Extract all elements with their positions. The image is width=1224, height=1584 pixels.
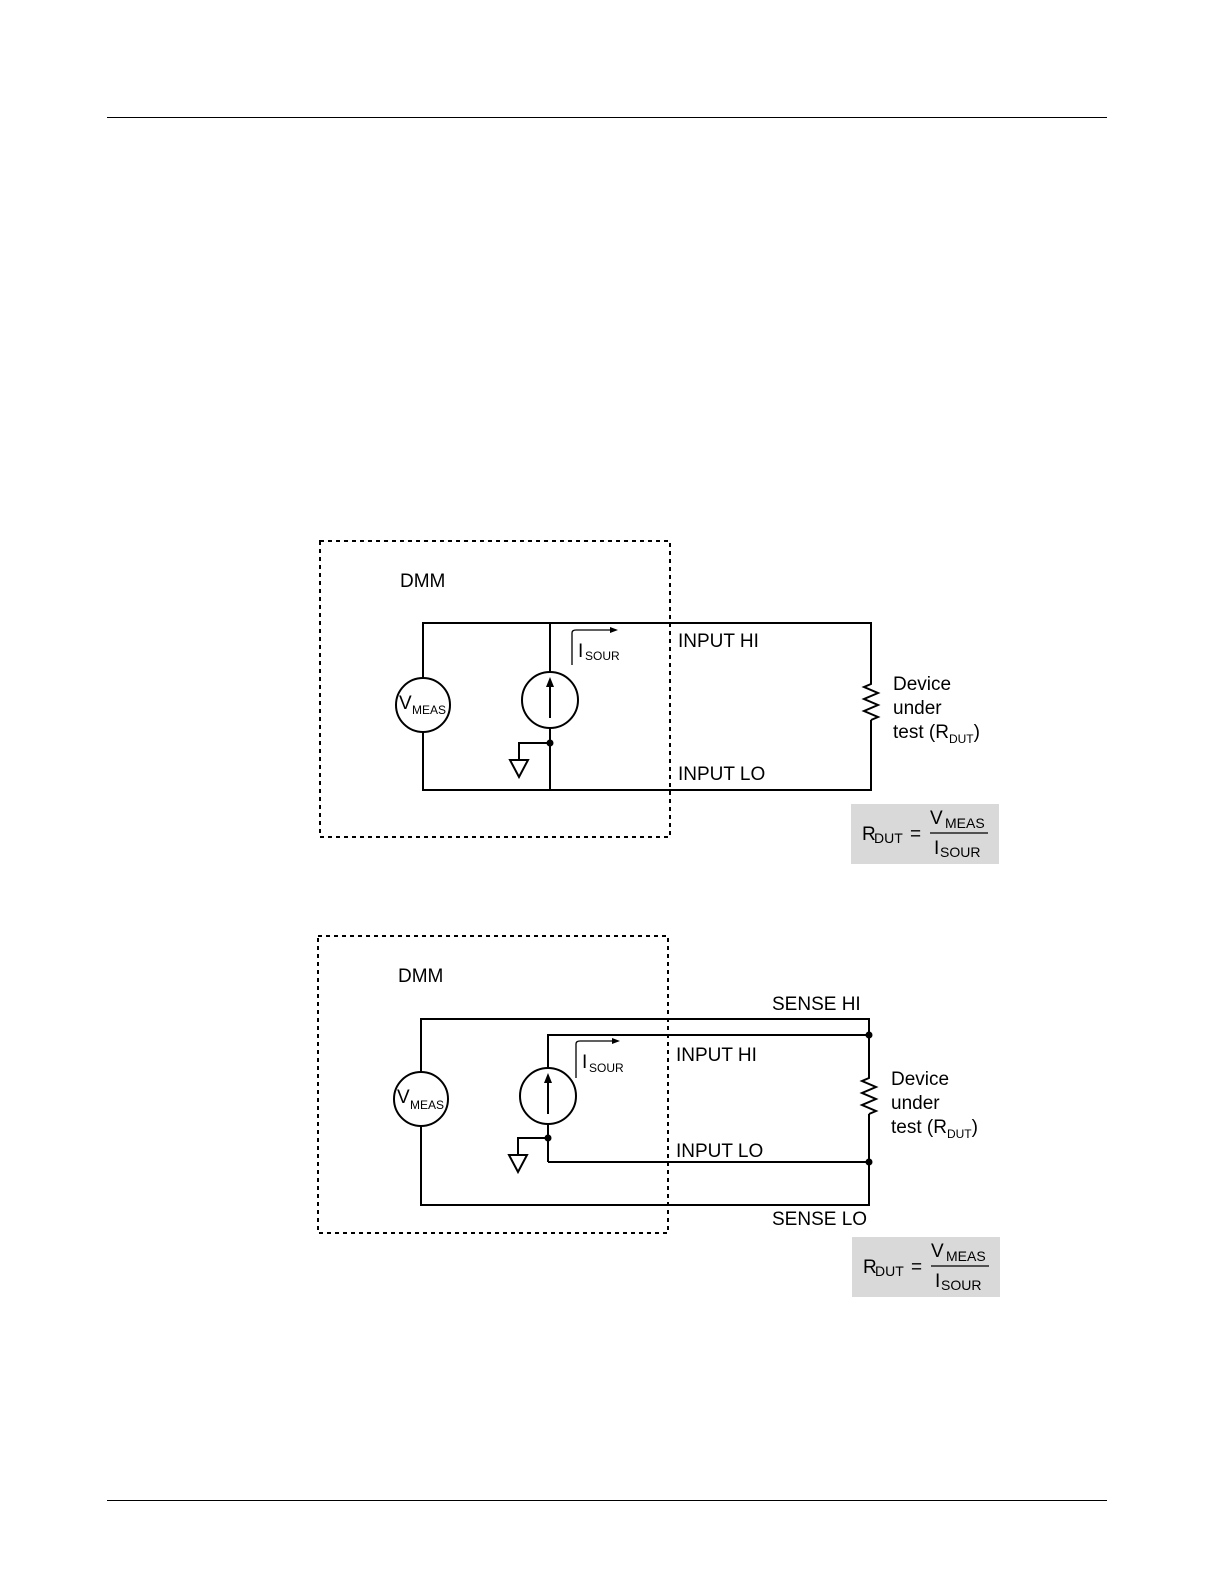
svg-text:DUT: DUT: [875, 1263, 904, 1279]
dmm-boundary: [320, 541, 670, 837]
resistance-formula: R DUT = V MEAS I SOUR: [852, 1237, 1000, 1297]
ground-icon: [509, 1155, 527, 1172]
svg-text:test (RDUT): test (RDUT): [893, 722, 980, 746]
dmm-label: DMM: [400, 571, 445, 592]
current-source: [522, 672, 578, 728]
input-hi-label: INPUT HI: [676, 1045, 757, 1066]
vmeas-main: V: [397, 1087, 410, 1108]
junction-dot: [866, 1032, 873, 1039]
svg-text:I: I: [934, 838, 939, 859]
svg-text:I: I: [935, 1271, 940, 1292]
svg-text:SOUR: SOUR: [941, 1277, 981, 1293]
two-wire-resistance-diagram: DMM V MEAS I SOUR INPUT HI INPUT LO Devi…: [0, 530, 1224, 875]
ground-icon: [510, 760, 528, 777]
input-hi-label: INPUT HI: [678, 631, 759, 652]
svg-text:under: under: [891, 1093, 940, 1114]
svg-text:=: =: [911, 1257, 922, 1278]
isour-main: I: [582, 1052, 587, 1073]
input-lo-label: INPUT LO: [678, 764, 765, 785]
svg-text:SOUR: SOUR: [940, 844, 980, 860]
circuit-wires: [423, 623, 871, 790]
svg-text:test (RDUT): test (RDUT): [891, 1117, 978, 1141]
resistance-formula: R DUT = V MEAS I SOUR: [851, 804, 999, 864]
current-direction-indicator: I SOUR: [572, 627, 620, 665]
input-lo-label: INPUT LO: [676, 1141, 763, 1162]
resistor-icon: [864, 680, 878, 720]
svg-text:Device: Device: [891, 1069, 949, 1090]
svg-text:MEAS: MEAS: [946, 1248, 986, 1264]
vmeas-sub: MEAS: [410, 1098, 444, 1112]
resistor-icon: [862, 1074, 876, 1114]
footer-rule: [107, 1500, 1107, 1501]
current-direction-indicator: I SOUR: [576, 1038, 624, 1078]
isour-sub: SOUR: [585, 649, 620, 663]
sense-hi-label: SENSE HI: [772, 994, 861, 1015]
four-wire-resistance-diagram: DMM V MEAS I SOUR SENSE HI INPUT HI INPU…: [0, 925, 1224, 1305]
dmm-boundary: [318, 936, 668, 1233]
svg-text:V: V: [930, 808, 943, 829]
header-rule: [107, 117, 1107, 118]
junction-dot: [866, 1159, 873, 1166]
vmeas-sub: MEAS: [412, 703, 446, 717]
arrow-right-icon: [610, 627, 618, 633]
svg-text:DUT: DUT: [874, 830, 903, 846]
device-under-test-label: Device under test (RDUT): [891, 1069, 978, 1141]
current-source: [520, 1068, 576, 1124]
vmeas-main: V: [399, 693, 412, 714]
junction-dot: [547, 740, 554, 747]
device-under-test-label: Device under test (RDUT): [893, 674, 980, 746]
arrow-right-icon: [612, 1038, 620, 1044]
dmm-label: DMM: [398, 966, 443, 987]
voltmeter-vmeas: V MEAS: [396, 678, 450, 732]
voltmeter-vmeas: V MEAS: [394, 1072, 448, 1126]
junction-dot: [545, 1135, 552, 1142]
svg-text:=: =: [910, 824, 921, 845]
isour-sub: SOUR: [589, 1061, 624, 1075]
svg-text:under: under: [893, 698, 942, 719]
isour-main: I: [578, 641, 583, 662]
sense-lo-label: SENSE LO: [772, 1209, 867, 1230]
svg-text:Device: Device: [893, 674, 951, 695]
circuit-wires: [421, 1019, 869, 1205]
svg-text:V: V: [931, 1241, 944, 1262]
svg-text:MEAS: MEAS: [945, 815, 985, 831]
